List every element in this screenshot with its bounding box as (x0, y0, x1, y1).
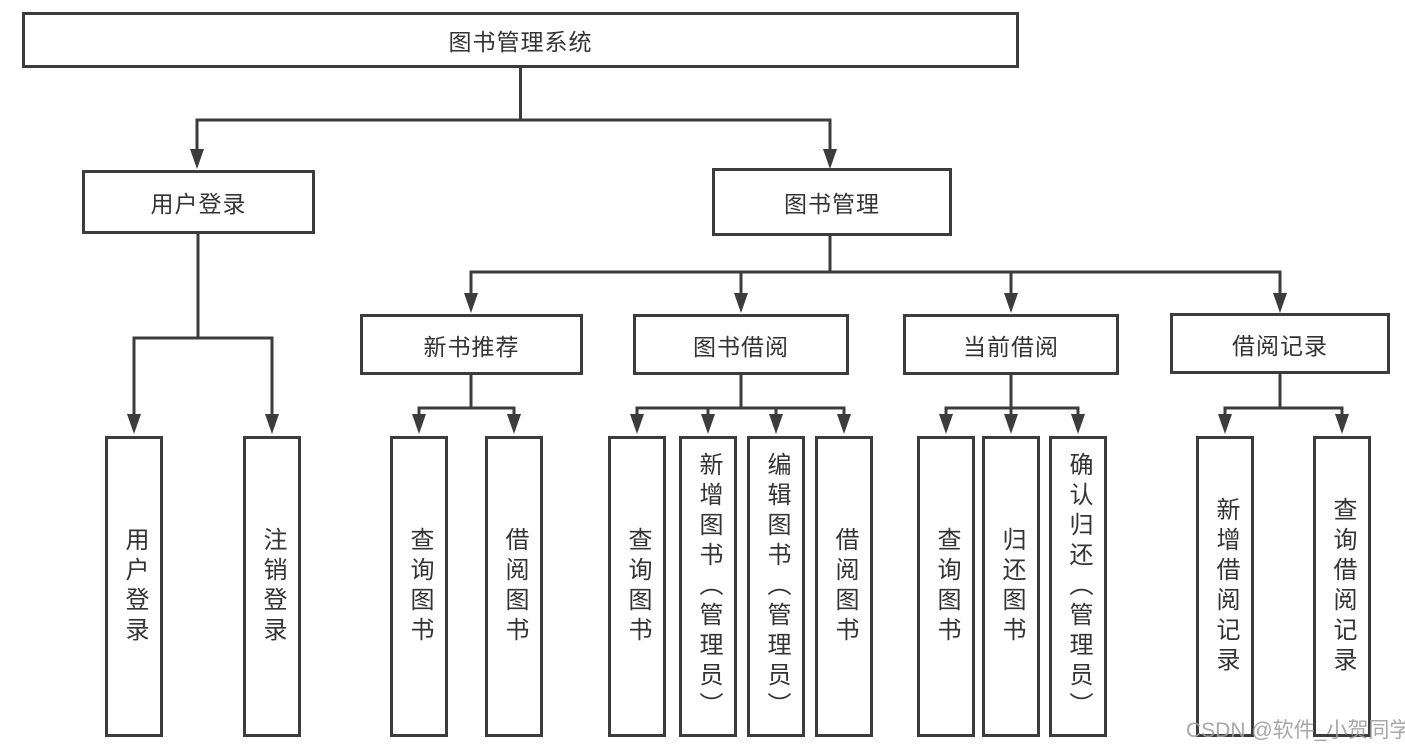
node-book-borrow: 图书借阅 (633, 314, 849, 375)
node-user-login-branch: 用户登录 (82, 170, 315, 234)
leaf-edit-book-admin: 编辑图书（管理员） (747, 436, 805, 737)
node-book-management-branch: 图书管理 (712, 168, 952, 236)
leaf-recommend-query-book-label: 查询图书 (406, 526, 433, 647)
leaf-add-book-admin: 新增图书（管理员） (679, 436, 737, 737)
leaf-logout-label: 注销登录 (259, 526, 286, 647)
leaf-current-query-book-label: 查询图书 (933, 526, 960, 647)
leaf-return-book-label: 归还图书 (998, 526, 1025, 647)
leaf-user-login-label: 用户登录 (121, 526, 148, 647)
node-new-book-recommend: 新书推荐 (360, 314, 583, 375)
node-root-label: 图书管理系统 (448, 29, 593, 55)
leaf-user-login: 用户登录 (105, 436, 163, 737)
leaf-add-borrow-record-label: 新增借阅记录 (1212, 496, 1239, 677)
leaf-recommend-borrow-book: 借阅图书 (485, 436, 543, 737)
leaf-edit-book-admin-label: 编辑图书（管理员） (763, 451, 790, 722)
node-borrow-record-label: 借阅记录 (1232, 332, 1328, 359)
leaf-confirm-return-admin-label: 确认归还（管理员） (1065, 451, 1092, 722)
leaf-add-book-admin-label: 新增图书（管理员） (695, 451, 722, 722)
node-root-system: 图书管理系统 (22, 12, 1019, 68)
leaf-query-borrow-record: 查询借阅记录 (1313, 436, 1371, 737)
leaf-confirm-return-admin: 确认归还（管理员） (1049, 436, 1107, 737)
leaf-borrow-query-book: 查询图书 (608, 436, 666, 737)
leaf-query-borrow-record-label: 查询借阅记录 (1329, 496, 1356, 677)
node-current-borrow: 当前借阅 (903, 314, 1119, 375)
node-user-login-branch-label: 用户登录 (150, 191, 247, 217)
leaf-borrow-book: 借阅图书 (815, 436, 873, 737)
csdn-watermark: CSDN @软件_小贺同学 (1186, 719, 1405, 742)
leaf-borrow-query-book-label: 查询图书 (624, 526, 651, 647)
leaf-recommend-borrow-book-label: 借阅图书 (501, 526, 528, 647)
leaf-logout: 注销登录 (243, 436, 301, 737)
node-current-borrow-label: 当前借阅 (963, 333, 1059, 360)
node-borrow-record: 借阅记录 (1170, 313, 1390, 374)
node-new-book-recommend-label: 新书推荐 (423, 333, 520, 360)
node-book-borrow-label: 图书借阅 (693, 333, 789, 360)
leaf-recommend-query-book: 查询图书 (390, 436, 448, 737)
leaf-return-book: 归还图书 (982, 436, 1040, 737)
leaf-add-borrow-record: 新增借阅记录 (1196, 436, 1254, 737)
leaf-borrow-book-label: 借阅图书 (831, 526, 858, 647)
node-book-management-branch-label: 图书管理 (784, 191, 880, 217)
leaf-current-query-book: 查询图书 (917, 436, 975, 737)
